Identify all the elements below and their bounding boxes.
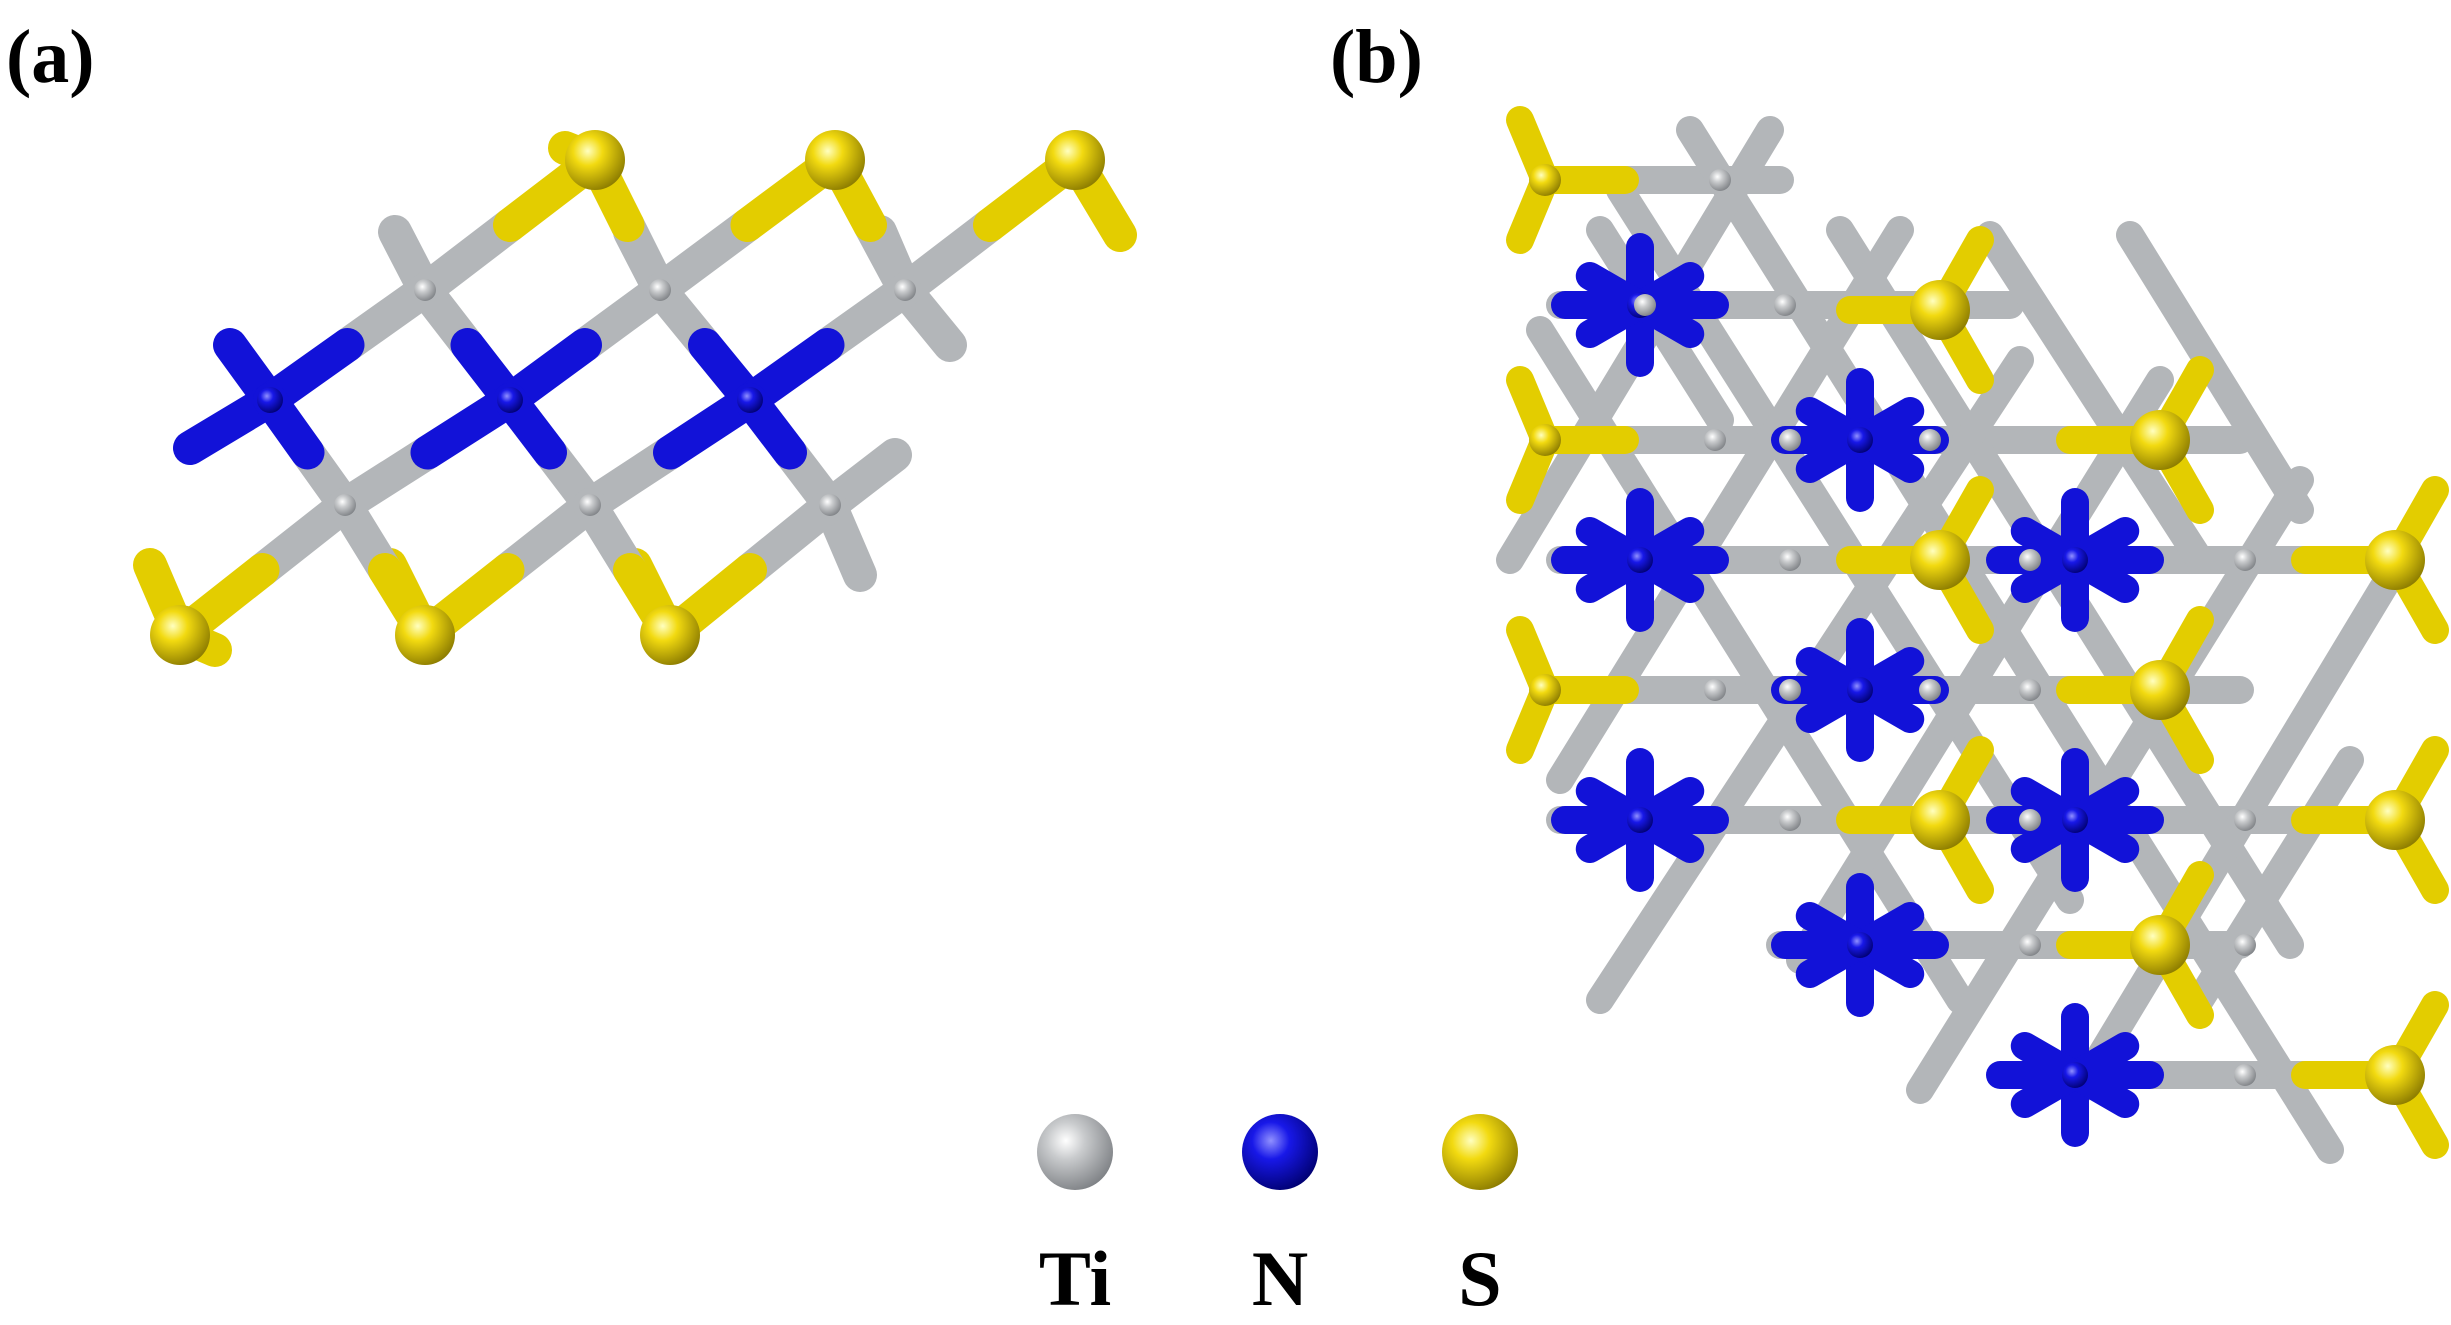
s-atom bbox=[1529, 164, 1561, 196]
s-atom bbox=[1045, 130, 1105, 190]
ti-atom bbox=[579, 494, 601, 516]
n-atom bbox=[2062, 547, 2088, 573]
bond-half bbox=[408, 208, 527, 307]
s-atom bbox=[395, 605, 455, 665]
ti-atom bbox=[1704, 679, 1726, 701]
s-atom bbox=[1910, 790, 1970, 850]
n-atom bbox=[1847, 427, 1873, 453]
ti-atom bbox=[1779, 429, 1801, 451]
s-atom-icon bbox=[1442, 1114, 1518, 1190]
legend-item-ti: Ti bbox=[1037, 1114, 1113, 1322]
s-atom bbox=[150, 605, 210, 665]
bond-half bbox=[888, 208, 1007, 307]
s-atom bbox=[1529, 424, 1561, 456]
ti-atom bbox=[1919, 429, 1941, 451]
ti-atom bbox=[334, 494, 356, 516]
n-atom bbox=[1627, 547, 1653, 573]
s-atom bbox=[640, 605, 700, 665]
ti-atom bbox=[1919, 679, 1941, 701]
legend: Ti N S bbox=[1037, 1114, 1518, 1322]
ti-atom bbox=[2019, 809, 2041, 831]
s-atom bbox=[2365, 1045, 2425, 1105]
ti-atom bbox=[2019, 549, 2041, 571]
s-atom bbox=[2365, 790, 2425, 850]
legend-label-n: N bbox=[1252, 1235, 1308, 1322]
ti-atom bbox=[2019, 934, 2041, 956]
ti-diag-stick bbox=[1976, 221, 2214, 574]
panel-b-top-view bbox=[1496, 106, 2449, 1164]
n-atom bbox=[257, 387, 283, 413]
panel-b-label: (b) bbox=[1330, 15, 1423, 99]
ti-atom bbox=[1779, 809, 1801, 831]
bond-half bbox=[733, 488, 847, 587]
ti-atom bbox=[2234, 549, 2256, 571]
panel-a-label: (a) bbox=[6, 15, 95, 99]
ti-atom bbox=[819, 494, 841, 516]
ti-atom bbox=[894, 279, 916, 301]
s-atom bbox=[2130, 410, 2190, 470]
s-atom bbox=[805, 130, 865, 190]
ti-atom bbox=[2234, 1064, 2256, 1086]
n-atom bbox=[737, 387, 763, 413]
ti-atom bbox=[649, 279, 671, 301]
ti-atom bbox=[1709, 169, 1731, 191]
s-atom bbox=[2365, 530, 2425, 590]
n-atom bbox=[2062, 807, 2088, 833]
n-atom bbox=[497, 387, 523, 413]
ti-atom bbox=[2019, 679, 2041, 701]
bond-half bbox=[245, 488, 362, 587]
s-atom bbox=[2130, 660, 2190, 720]
ti-atom bbox=[2234, 809, 2256, 831]
s-atom bbox=[1910, 530, 1970, 590]
bond-half bbox=[643, 208, 765, 307]
n-atom bbox=[2062, 1062, 2088, 1088]
ti-diag-stick bbox=[2186, 746, 2364, 1014]
bond-half bbox=[490, 488, 607, 587]
ti-atom bbox=[414, 279, 436, 301]
legend-item-s: S bbox=[1442, 1114, 1518, 1322]
legend-item-n: N bbox=[1242, 1114, 1318, 1322]
s-atom bbox=[2130, 915, 2190, 975]
legend-label-s: S bbox=[1458, 1235, 1501, 1322]
ti-atom bbox=[1779, 679, 1801, 701]
ti-atom bbox=[1634, 294, 1656, 316]
ti-atom-icon bbox=[1037, 1114, 1113, 1190]
n-atom bbox=[1627, 807, 1653, 833]
s-atom bbox=[1910, 280, 1970, 340]
s-atom bbox=[1529, 674, 1561, 706]
ti-atom bbox=[1779, 549, 1801, 571]
ti-atom bbox=[1774, 294, 1796, 316]
ti-atom bbox=[1704, 429, 1726, 451]
n-atom bbox=[1847, 677, 1873, 703]
n-atom-icon bbox=[1242, 1114, 1318, 1190]
panel-a-side-view bbox=[133, 130, 1137, 667]
ti-atom bbox=[2234, 934, 2256, 956]
n-atom bbox=[1847, 932, 1873, 958]
ti-diag-stick bbox=[1786, 366, 2174, 974]
ti-diag-stick bbox=[2116, 221, 2314, 524]
s-atom bbox=[565, 130, 625, 190]
legend-label-ti: Ti bbox=[1039, 1235, 1111, 1322]
